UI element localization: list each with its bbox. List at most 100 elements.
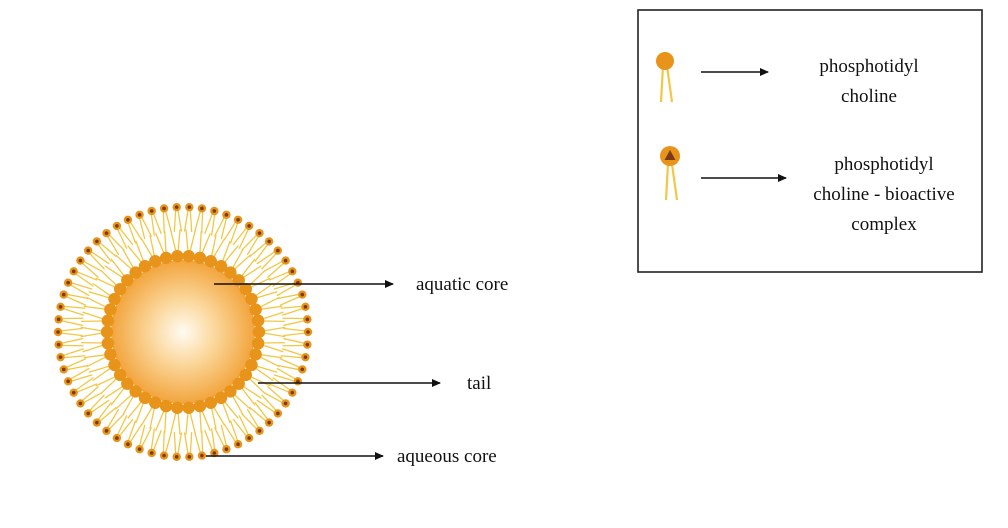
lipid-tail [67,364,89,371]
lipid-head [251,337,265,350]
lipid-tail [89,253,105,270]
bioactive-marker [257,429,262,433]
lipid-tail [99,242,117,258]
bioactive-marker [247,224,251,228]
lipid-tail [109,413,125,430]
bioactive-marker [95,239,99,244]
lipid-tail [64,355,86,359]
lipid-tail [283,320,305,326]
lipid-tail [201,233,211,254]
lipid-tail [92,367,112,381]
lipid-tail [99,406,117,422]
bioactive-marker [66,379,70,384]
lipid-tail [254,283,274,297]
lipid-tail [155,233,165,254]
lipid-tail [89,394,105,411]
lipid-tail [110,258,126,277]
bioactive-marker [71,390,76,395]
lipid-tail [254,402,268,420]
lipid-tail [214,217,225,237]
lipid-tail [149,234,156,257]
lipid-tail [64,305,86,309]
bioactive-marker [305,342,310,347]
lipid-tail [246,236,259,255]
lipid-tail [100,377,118,394]
aquatic-core-region [111,260,255,404]
lipid-tail [189,431,193,454]
lipid-tail [256,251,275,265]
lipid-head [149,396,162,409]
lipid-head [239,282,252,296]
lipid-tail [140,406,154,426]
outer-leaflet-heads [53,202,313,462]
lipid-tail [254,244,268,262]
lipid-tail [268,271,289,281]
bioactive-marker [200,453,204,458]
lipid-tail [210,407,217,430]
lipid-tail [71,282,93,290]
lipid-tail [214,427,225,447]
lipid-tail [221,402,231,424]
aqueous-core-label: aqueous core [397,446,497,467]
lipid-tail [92,283,112,297]
lipid-tail [75,273,94,287]
lipid-tail [276,367,296,380]
bioactive-marker [276,411,280,416]
bioactive-marker [174,455,179,459]
lipid-tail [255,291,278,299]
bioactive-marker [174,205,179,209]
lipid-tail [86,296,107,308]
lipid-head [171,401,184,414]
lipid-head [101,314,115,327]
bioactive-marker [290,390,295,395]
lipid-head [245,292,258,306]
lipid-tail [189,210,193,233]
bioactive-marker [300,367,305,372]
lipid-tail [82,311,104,320]
lipid-tail [80,332,103,338]
lipid-head [104,303,117,316]
lipid-tail [185,229,189,252]
lipid-tail [109,234,125,251]
lipid-tail [119,418,134,437]
lipid-tail [127,223,137,244]
lipid-tail [240,387,256,406]
lipid-tail [212,406,226,426]
lipid-tail [75,377,94,391]
lipid-tail [240,258,256,277]
bioactive-marker [56,317,61,322]
lipid-tail [70,367,90,380]
bioactive-marker [212,451,217,455]
lipid-head [159,251,173,265]
lipid-tail [229,420,239,441]
lipid-tail [177,229,181,252]
lipid-tail [194,431,201,453]
lipid-tail [283,327,305,332]
lipid-tail [141,217,152,237]
bioactive-marker [58,355,63,359]
lipid-tail [88,291,111,299]
bioactive-marker [303,305,308,309]
lipid-tail [263,326,286,332]
tail-label: tail [467,373,492,394]
lipid-head [108,358,121,372]
lipid-tail [280,355,302,359]
lipid-tail [150,428,155,450]
bioactive-marker [187,455,192,459]
lipid-tail [70,284,90,297]
lipid-tail [173,210,177,233]
lipid-tail [246,409,259,428]
lipid-tail [95,277,117,288]
lipid-tail [262,344,284,353]
lipid-tail [254,367,274,381]
lipid-head [114,282,127,296]
bioactive-marker [267,420,271,425]
lipid-tail [63,348,85,356]
bioactive-marker [305,317,310,322]
lipid-head [193,251,207,265]
bioactive-marker [86,248,90,253]
lipid-tail [183,210,189,232]
bioactive-marker [58,305,63,309]
legend-item-1-text: phosphotidyl choline [784,52,954,112]
